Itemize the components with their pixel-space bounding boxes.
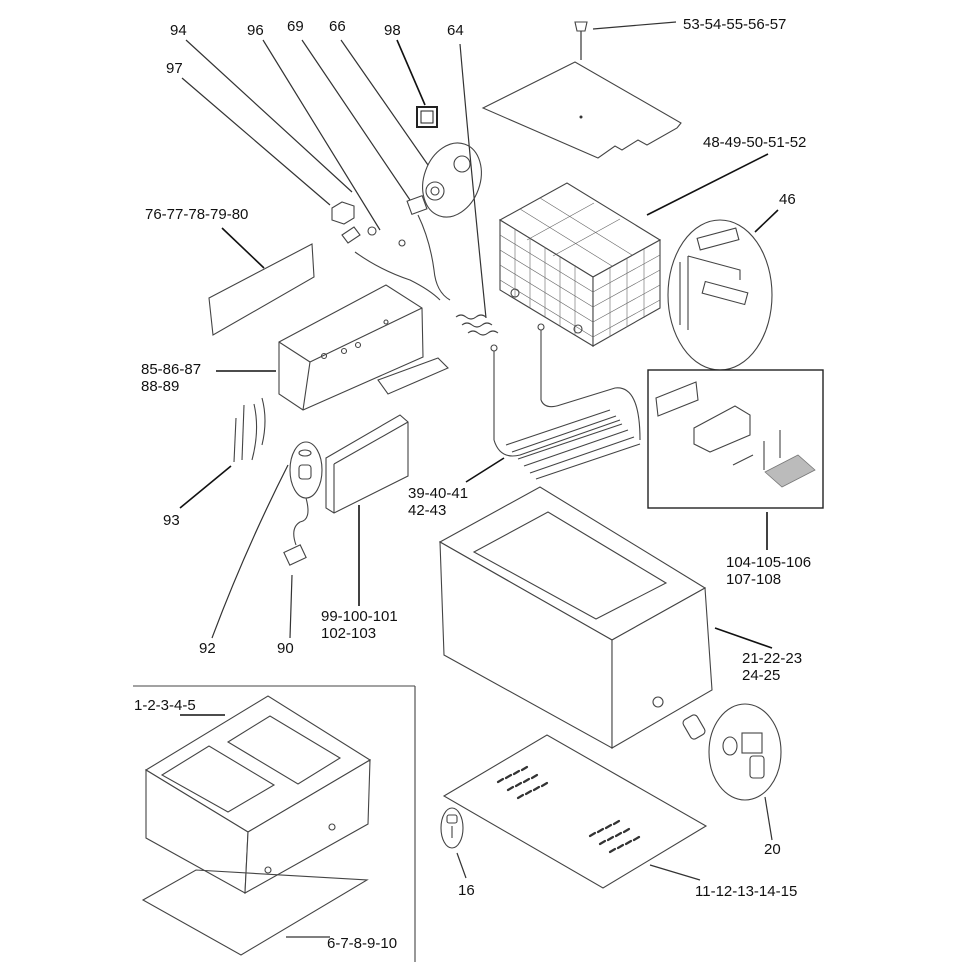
- part-93-wires: [233, 397, 266, 463]
- callout-69: 69: [287, 18, 304, 35]
- callout-96: 96: [247, 22, 264, 39]
- part-85-control-housing: [278, 284, 449, 411]
- callout-97: 97: [166, 60, 183, 77]
- callout-90: 90: [277, 640, 294, 657]
- part-92-gland-detail: [283, 441, 323, 566]
- part-20-drain-valve: [682, 703, 782, 801]
- callout-6-10: 6-7-8-9-10: [327, 935, 398, 952]
- callout-21-25-line1: 21-22-23: [742, 650, 803, 667]
- callout-64: 64: [447, 22, 464, 39]
- callout-11-15: 11-12-13-14-15: [695, 883, 798, 900]
- part-64-connectors: [455, 314, 499, 336]
- callout-39-43-line1: 39-40-41: [408, 485, 469, 502]
- part-104-kit-inset: [647, 369, 824, 509]
- leader-lines: [179, 21, 779, 938]
- part-98-square: [416, 106, 438, 128]
- callout-46: 46: [779, 191, 796, 208]
- callout-16: 16: [458, 882, 475, 899]
- callout-99-103-line2: 102-103: [321, 625, 377, 642]
- callout-66: 66: [329, 18, 346, 35]
- part-46-handle-detail: [667, 219, 773, 371]
- part-11-base-plate: [442, 734, 708, 889]
- part-basket: [498, 182, 662, 347]
- part-53-knob: [574, 21, 588, 32]
- part-16-foot-detail: [440, 807, 464, 849]
- callout-85-89-line1: 85-86-87: [141, 361, 202, 378]
- part-94-relay: [331, 201, 451, 301]
- callout-53-57: 53-54-55-56-57: [683, 16, 787, 33]
- callout-1-5: 1-2-3-4-5: [134, 697, 196, 714]
- part-39-heating-element: [490, 323, 641, 480]
- callout-85-89: 85-86-87 88-89: [141, 361, 201, 395]
- callout-98: 98: [384, 22, 401, 39]
- callout-99-103: 99-100-101 102-103: [321, 608, 398, 642]
- callout-99-103-line1: 99-100-101: [321, 608, 398, 625]
- callout-94: 94: [170, 22, 187, 39]
- callout-92: 92: [199, 640, 216, 657]
- callout-104-108-line1: 104-105-106: [726, 554, 812, 571]
- callout-39-43: 39-40-41 42-43: [408, 485, 468, 519]
- part-66-thermostat-detail: [406, 142, 482, 218]
- callout-39-43-line2: 42-43: [408, 502, 447, 519]
- callout-21-25: 21-22-23 24-25: [742, 650, 802, 684]
- callout-104-108-line2: 107-108: [726, 571, 782, 588]
- callout-76-80: 76-77-78-79-80: [145, 206, 249, 223]
- callout-21-25-line2: 24-25: [742, 667, 781, 684]
- part-1-double-fryer-inset: [133, 685, 416, 962]
- part-99-terminal-box: [325, 414, 409, 514]
- callout-85-89-line2: 88-89: [141, 378, 180, 395]
- callout-48-52: 48-49-50-51-52: [703, 134, 807, 151]
- part-21-fryer-tank: [438, 486, 713, 749]
- callout-104-108: 104-105-106 107-108: [726, 554, 811, 588]
- callout-20: 20: [764, 841, 781, 858]
- part-48-lid: [481, 61, 682, 159]
- part-76-panel: [208, 243, 315, 336]
- callout-93: 93: [163, 512, 180, 529]
